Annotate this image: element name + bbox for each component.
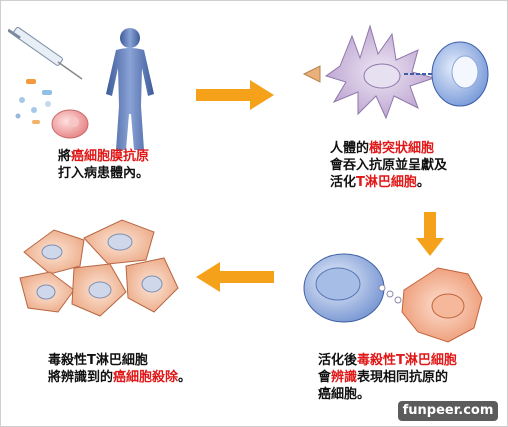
arrow-down-icon: [416, 212, 444, 256]
step-2-caption: 人體的樹突狀細胞 會吞入抗原並呈獻及 活化T淋巴細胞。: [330, 140, 447, 191]
step-3-line-1: 活化後毒殺性T淋巴細胞: [318, 353, 457, 368]
step-4-line-2: 將辨識到的癌細胞殺除。: [48, 370, 192, 385]
step-4-caption: 毒殺性T淋巴細胞 將辨識到的癌細胞殺除。: [48, 352, 191, 386]
killed-cancer-cells-illustration: [19, 219, 179, 317]
vaccine-injection-illustration: [8, 26, 154, 150]
t-cell-recognition-illustration: [303, 253, 483, 343]
step-4-line-1: 毒殺性T淋巴細胞: [48, 353, 148, 368]
dead-cancer-cells-icon: [19, 219, 179, 317]
brand-watermark: funpeer.com: [398, 401, 498, 421]
cancer-cell-antigen-icon: [51, 109, 89, 139]
antigen-icon: [302, 65, 321, 83]
arrow-left-icon: [196, 262, 274, 292]
pills-icon: [15, 79, 52, 124]
step-3-caption: 活化後毒殺性T淋巴細胞 會辨識表現相同抗原的 癌細胞。: [318, 352, 457, 403]
step-3-line-2: 會辨識表現相同抗原的: [318, 370, 449, 385]
step-1-line-1: 將癌細胞膜抗原: [58, 149, 150, 164]
step-1-caption: 將癌細胞膜抗原 打入病患體內。: [58, 148, 149, 182]
human-body-icon: [106, 28, 154, 150]
step-2-line-2: 會吞入抗原並呈獻及: [330, 158, 448, 173]
step-2-line-3: 活化T淋巴細胞。: [330, 175, 430, 190]
arrow-right-icon: [196, 80, 274, 110]
step-3-line-3: 癌細胞。: [318, 387, 371, 402]
step-2-line-1: 人體的樹突狀細胞: [330, 141, 435, 156]
dendritic-cell-illustration: [302, 24, 489, 120]
syringe-icon: [8, 26, 83, 80]
step-1-line-2: 打入病患體內。: [58, 166, 150, 181]
